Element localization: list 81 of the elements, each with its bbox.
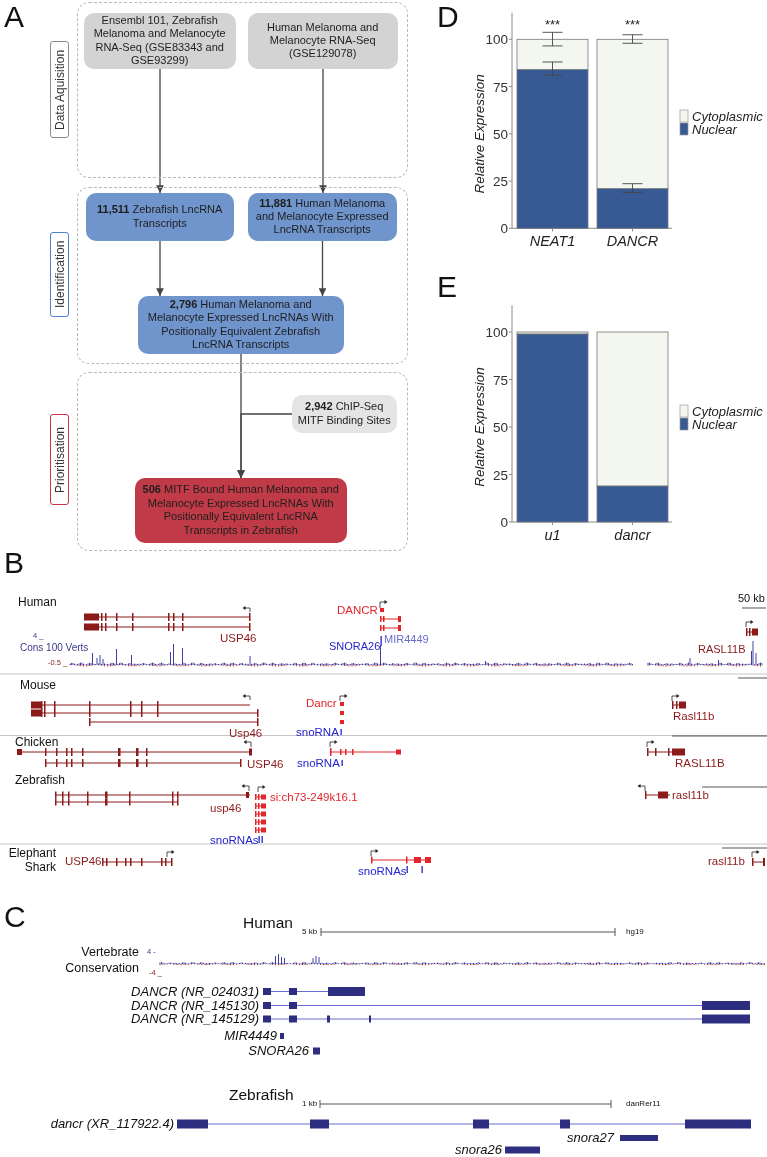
scale-label: 1 kb (302, 1099, 318, 1109)
gene-label: USP46 (247, 758, 284, 772)
gene-label: SNORA26 (248, 1044, 309, 1058)
tick-label: 25 (492, 467, 508, 483)
gene-label: snora27 (567, 1131, 614, 1145)
arrow (237, 413, 293, 479)
gene-label: rasl11b (672, 789, 709, 803)
gene-label: Usp46 (229, 727, 263, 741)
gene-label: DANCR (NR_145129) (131, 1012, 259, 1026)
panel-letter: B (4, 548, 24, 578)
tick-label: 75 (492, 79, 508, 95)
tick-label: 50 (492, 126, 508, 142)
arrow (156, 68, 164, 194)
tick-label: 50 (492, 420, 508, 435)
scale-label: danRer11 (626, 1099, 661, 1109)
tick-label: 0 (500, 515, 508, 530)
gene-label: DANCR (NR_145130) (131, 998, 259, 1013)
panel-letter: A (4, 2, 24, 32)
tick-label: 0 (500, 221, 508, 237)
process-box: 11,881 Human Melanoma and Melanocyte Expressed LncRNA Transcripts (247, 192, 397, 241)
process-box: 11,511 Zebrafish LncRNA Transcripts (85, 192, 234, 241)
scale-label: 50 kb (738, 592, 765, 605)
species-label: Zebrafish (15, 774, 66, 788)
data-source-box: Human Melanoma and Melanocyte RNA-Seq (GSE129078) (247, 12, 398, 69)
gene-label: snoRNA (297, 757, 340, 771)
tick-label: 100 (485, 32, 508, 48)
species-label: Mouse (20, 679, 57, 693)
gene-label: si:ch73-249k16.1 (270, 791, 358, 805)
species-label: Human (18, 596, 57, 610)
gene-label: USP46 (65, 855, 102, 869)
stage-label: Prioritisation (49, 413, 69, 505)
gene-label: DANCR (NR_024031) (131, 984, 259, 999)
gene-label: DANCR (337, 604, 378, 618)
data-source-box: 2,942 ChIP-Seq MITF Binding Sites (291, 394, 397, 433)
tick-label: 25 (492, 174, 508, 190)
gene-label: MIR4449 (224, 1029, 277, 1043)
category-label: DANCR (606, 233, 659, 250)
species-label: Human (243, 914, 293, 932)
gene-label: dancr (XR_117922.4) (50, 1117, 174, 1131)
gene-label: Rasl11b (673, 710, 715, 724)
scale-label: hg19 (626, 927, 644, 937)
arrow (156, 240, 164, 297)
stage-label: Data Aquisition (49, 40, 69, 138)
result-box: 506 MITF Bound Human Melanoma and Melanocyte Expressed LncRNAs With Positionally Equivalent LncRNA Transcripts in Zebrafish (134, 477, 347, 543)
data-source-box: Ensembl 101, Zebrafish Melanoma and Melanocyte RNA-Seq (GSE83343 and GSE93299) (83, 12, 236, 69)
gene-label: RASL11B (675, 757, 725, 771)
arrow (318, 240, 327, 297)
gene-label: usp46 (210, 802, 242, 816)
gene-label: snoRNAs (210, 834, 259, 848)
legend-label: Cytoplasmic (692, 108, 763, 124)
gene-label: USP46 (220, 632, 257, 646)
panel-letter: E (437, 272, 457, 302)
legend-label: Cytoplasmic (692, 403, 763, 419)
process-box: 2,796 Human Melanoma and Melanocyte Expressed LncRNAs With Positionally Equivalent Zebrafish LncRNA Transcripts (137, 295, 344, 354)
gene-label: snoRNA (296, 726, 339, 740)
panel-letter: C (4, 902, 26, 932)
gene-label: snoRNAs (358, 865, 407, 879)
axis-title: Relative Expression (472, 74, 487, 194)
arrow (319, 68, 327, 194)
tick-label: 100 (485, 325, 508, 340)
gene-label: snora26 (455, 1143, 502, 1157)
category-label: u1 (544, 527, 561, 543)
tick-label: 75 (492, 372, 508, 388)
significance-label: *** (544, 17, 561, 33)
track-label: Vertebrate Conservation (64, 944, 139, 976)
gene-label: MIR4449 (384, 633, 429, 646)
gene-label: SNORA26 (329, 640, 381, 653)
scale-label: 5 kb (302, 927, 318, 937)
species-label: Chicken (15, 736, 59, 748)
gene-label: rasl11b (708, 855, 745, 869)
panel-letter: D (437, 2, 459, 32)
category-label: NEAT1 (529, 233, 576, 250)
gene-label: RASL11B (698, 643, 746, 656)
stage-label: Identification (49, 231, 69, 317)
species-label: Zebrafish (229, 1086, 294, 1104)
gene-label: Dancr (306, 697, 337, 711)
significance-label: *** (624, 17, 641, 33)
category-label: dancr (614, 527, 651, 543)
track-label: Cons 100 Verts (20, 642, 89, 654)
axis-title: Relative Expression (472, 367, 487, 487)
species-label: Elephant Shark (7, 846, 56, 874)
